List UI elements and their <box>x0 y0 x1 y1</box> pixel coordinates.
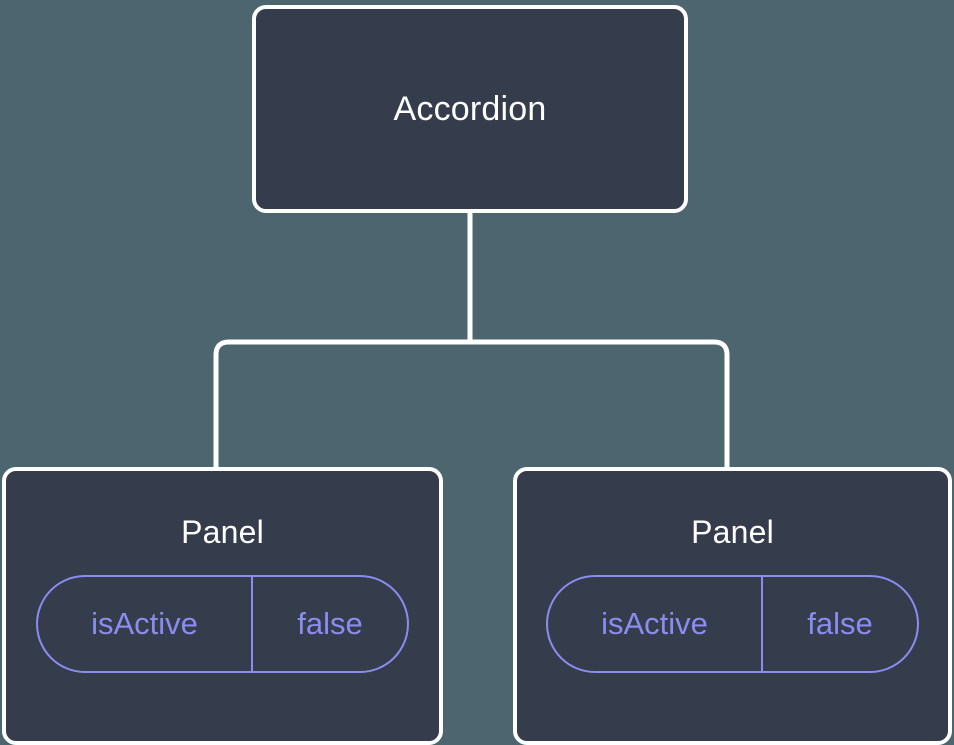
prop-value-is-active-left: false <box>251 577 407 671</box>
prop-pill-is-active-right[interactable]: isActive false <box>546 575 919 673</box>
node-panel-left[interactable]: Panel isActive false <box>2 467 443 745</box>
prop-key-is-active-left: isActive <box>91 606 198 641</box>
node-panel-right-label: Panel <box>691 514 774 550</box>
node-accordion-label: Accordion <box>393 90 547 128</box>
node-panel-right[interactable]: Panel isActive false <box>513 467 952 745</box>
node-accordion[interactable]: Accordion <box>252 5 688 213</box>
edge-branch-to-panel-left <box>213 339 470 472</box>
edge-branch-to-panel-right <box>470 339 730 472</box>
node-panel-left-label: Panel <box>181 514 264 550</box>
prop-pill-is-active-left[interactable]: isActive false <box>36 575 409 673</box>
prop-value-is-active-right: false <box>761 577 917 671</box>
prop-key-is-active-right: isActive <box>601 606 708 641</box>
